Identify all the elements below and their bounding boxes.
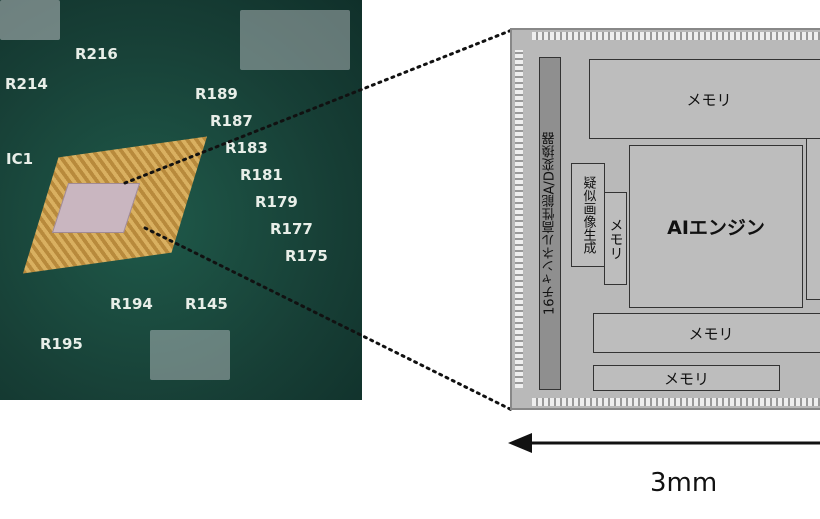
memory-block-bottom: メモリ (593, 365, 780, 391)
scale-label: 3mm (650, 468, 718, 498)
silk-label: R216 (75, 45, 118, 63)
chip-die-micrograph: 16チャンネル高性能A/D変換器 メモリ 疑似画像生成 メモリ AIエンジン メ… (510, 28, 820, 410)
silk-ic1: IC1 (6, 150, 34, 168)
zoom-line-top (123, 28, 514, 185)
pcb-pad (150, 330, 230, 380)
pcb-photo: IC1 R214 R216 R189 R187 R183 R181 R179 R… (0, 0, 362, 400)
silk-label: R145 (185, 295, 228, 313)
bond-pads-top (532, 32, 820, 40)
ad-converter-block: 16チャンネル高性能A/D変換器 (539, 57, 561, 390)
memory-block-right (806, 138, 820, 300)
pseudo-image-block: 疑似画像生成 (571, 163, 605, 267)
ai-engine-block: AIエンジン (629, 145, 803, 308)
silk-label: R183 (225, 139, 268, 157)
pcb-pad (0, 0, 60, 40)
silk-label: R195 (40, 335, 83, 353)
memory-block-vertical: メモリ (604, 192, 627, 285)
silk-label: R214 (5, 75, 48, 93)
silk-label: R175 (285, 247, 328, 265)
scale-arrow-head (508, 433, 532, 453)
memory-block-middle: メモリ (593, 313, 820, 353)
memory-block-top: メモリ (589, 59, 820, 139)
silk-label: R194 (110, 295, 153, 313)
zoom-line-bottom (143, 226, 514, 412)
silk-label: R177 (270, 220, 313, 238)
bond-pads-left (515, 50, 523, 388)
bond-pads-bottom (532, 398, 820, 406)
silk-label: R179 (255, 193, 298, 211)
silk-label: R181 (240, 166, 283, 184)
silk-label: R189 (195, 85, 238, 103)
silk-label: R187 (210, 112, 253, 130)
pcb-pad (240, 10, 350, 70)
